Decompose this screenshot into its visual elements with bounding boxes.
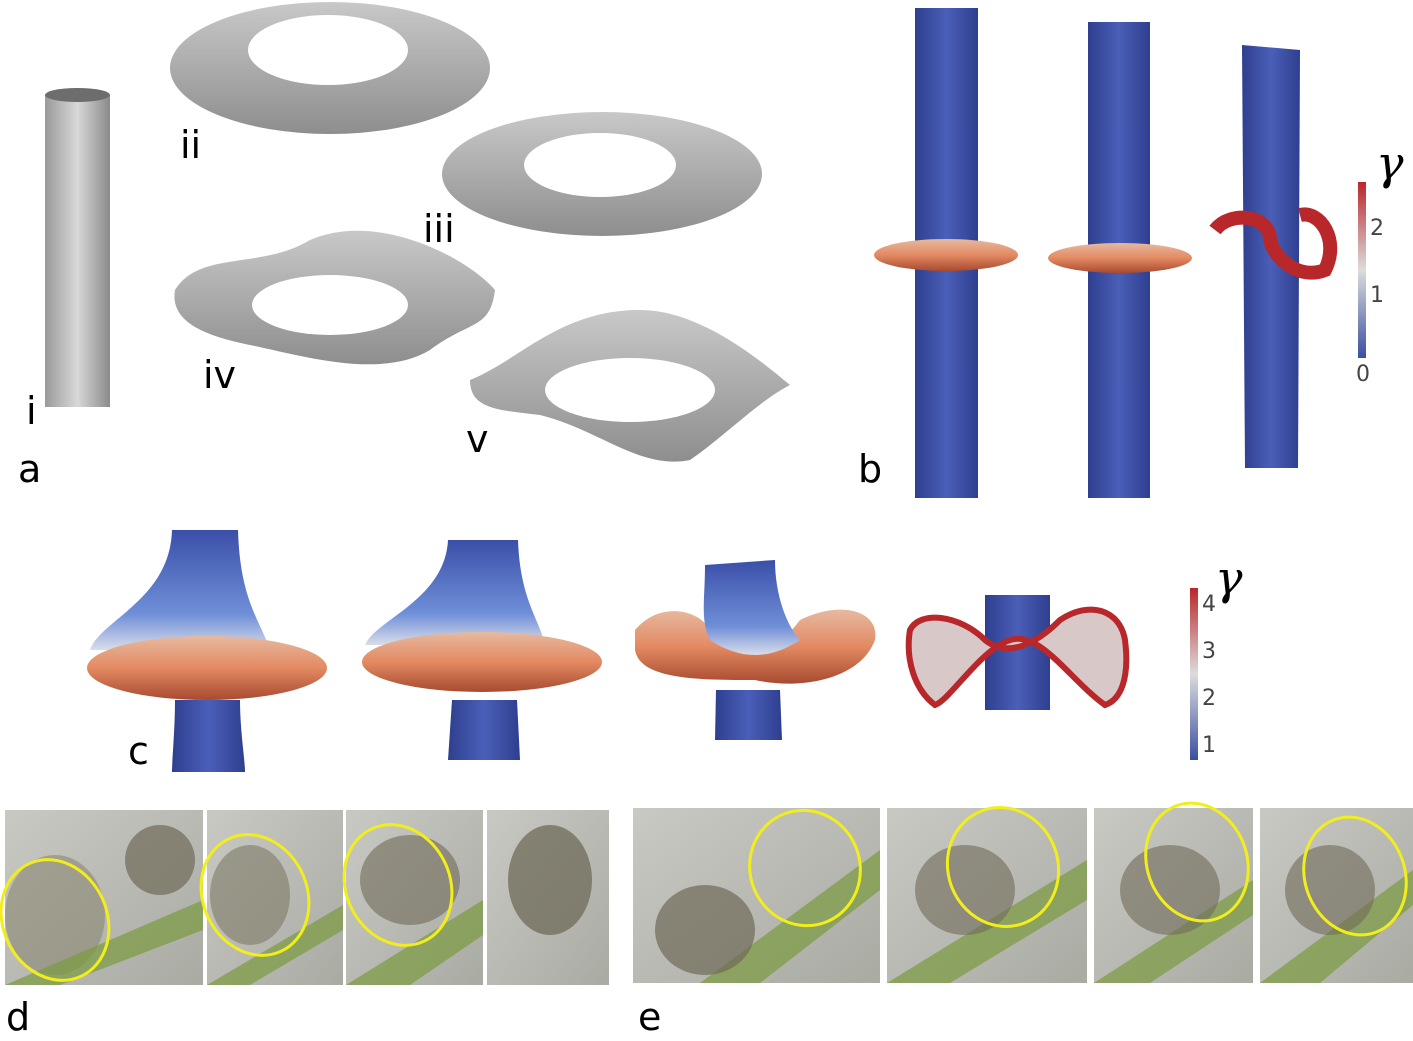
sublabel-iv: iv (203, 353, 237, 397)
sublabel-i: i (26, 389, 37, 433)
colorbar-b-tick: 0 (1356, 362, 1370, 387)
highlight-circles-d (0, 823, 454, 982)
colorbar-b-tick: 2 (1370, 216, 1384, 241)
colorbar-c-tick: 1 (1202, 733, 1216, 758)
shape-c1 (87, 530, 327, 772)
sublabel-ii: ii (180, 123, 202, 167)
panel-c-shapes (87, 530, 1198, 772)
shape-c3 (635, 560, 876, 740)
cylinder-top (45, 88, 110, 102)
colorbar-b-tick: 1 (1370, 283, 1384, 308)
shape-c4 (905, 595, 1130, 710)
sublabel-v: v (466, 417, 489, 461)
colorbar-c-tick: 4 (1202, 592, 1216, 617)
panel-d-frames (0, 810, 609, 985)
colorbar-c-tick: 2 (1202, 686, 1216, 711)
shape-c2 (362, 540, 602, 760)
folded-rim-3 (1209, 207, 1338, 280)
panel-label-d: d (6, 995, 31, 1039)
panel-label-e: e (638, 995, 662, 1039)
panel-label-a: a (18, 447, 42, 491)
colorbar-b (1358, 182, 1366, 358)
sublabel-iii: iii (423, 207, 455, 251)
cylinder-i (45, 95, 110, 407)
panel-b-shapes (874, 8, 1366, 498)
highlight-circles-e (748, 801, 1408, 937)
colorbar-c (1190, 588, 1198, 760)
panel-a-shapes (45, 2, 790, 462)
colorbar-c-tick: 3 (1202, 639, 1216, 664)
panel-e-frames (633, 801, 1413, 983)
panel-label-b: b (858, 447, 883, 491)
colorbar-c-symbol: γ (1215, 551, 1243, 605)
panel-label-c: c (128, 729, 149, 773)
colorbar-b-symbol: γ (1376, 136, 1404, 190)
rim-1 (874, 239, 1018, 271)
rim-2 (1048, 243, 1192, 273)
